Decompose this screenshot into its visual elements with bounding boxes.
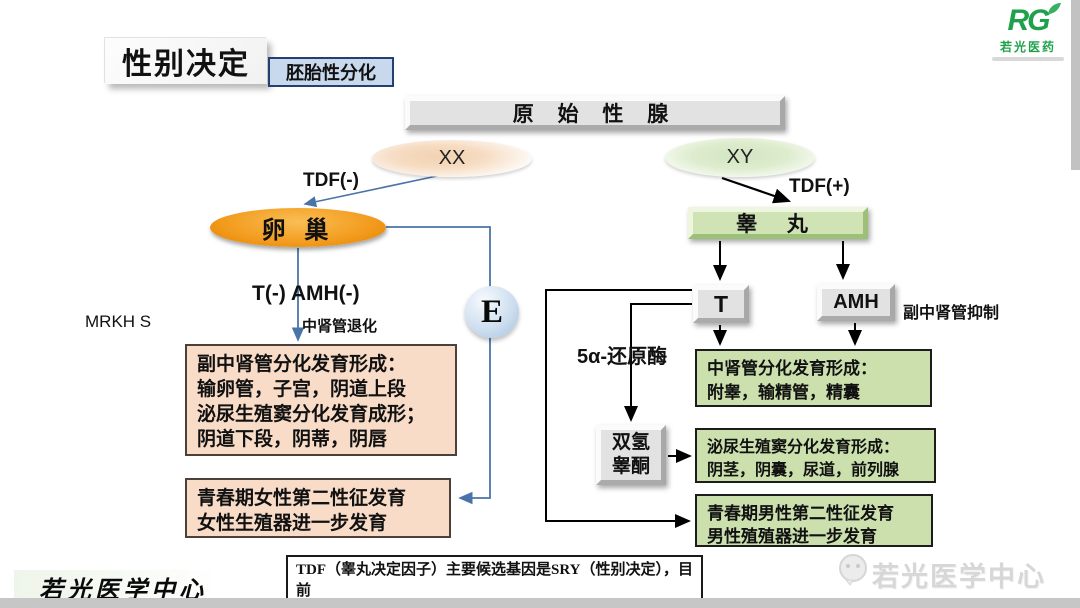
box-line: 阴道下段，阴蒂，阴唇 — [197, 429, 388, 450]
label-mrkh-syndrome: MRKH S — [85, 312, 152, 331]
box-line: 女性生殖器进一步发育 — [197, 513, 388, 534]
box-line: 泌尿生殖窦分化发育成形； — [197, 404, 426, 425]
company-logo: RG 若光医药 — [982, 3, 1074, 61]
slide-edge-right — [1071, 0, 1080, 170]
box-line: 附睾，输精管，精囊 — [707, 383, 860, 402]
label-t-amh-negative: T(-) AMH(-) — [252, 282, 360, 305]
box-male-puberty: 青春期男性第二性征发育 男性殖殖器进一步发育 — [695, 494, 933, 547]
box-line: 阴茎，阴囊，尿道，前列腺 — [707, 462, 900, 479]
slide-edge-bottom — [0, 598, 1080, 608]
box-male-internal-development: 中肾管分化发育形成： 附睾，输精管，精囊 — [695, 349, 932, 407]
node-ovary: 卵 巢 — [210, 208, 386, 247]
box-line: 泌尿生殖窦分化发育形成： — [707, 439, 900, 456]
node-amh: AMH — [817, 284, 895, 321]
label-tdf-positive: TDF(+) — [789, 176, 850, 197]
subtitle-badge: 胚胎性分化 — [268, 57, 394, 87]
node-dht: 双氢 睾酮 — [596, 425, 666, 485]
label-paramesonephric-inhibition: 副中肾管抑制 — [903, 305, 1000, 322]
rg-monogram: RG — [1007, 4, 1051, 37]
box-female-internal-development: 副中肾管分化发育形成： 输卵管，子宫，阴道上段 泌尿生殖窦分化发育成形； 阴道下… — [185, 344, 457, 456]
label-5a-reductase: 5α-还原酶 — [577, 346, 668, 368]
node-testosterone: T — [693, 285, 749, 323]
node-primordial-gonad: 原 始 性 腺 — [405, 96, 785, 130]
box-male-external-development: 泌尿生殖窦分化发育形成： 阴茎，阴囊，尿道，前列腺 — [695, 428, 936, 483]
box-line: 青春期男性第二性征发育 — [707, 504, 894, 523]
box-female-puberty: 青春期女性第二性征发育 女性生殖器进一步发育 — [185, 478, 451, 538]
watermark-text: 若光医学中心 — [872, 562, 1046, 592]
label-mesonephric-regression: 中肾管退化 — [302, 318, 378, 335]
note-line: TDF（睾丸决定因子）主要候选基因是SRY（性别决定），目前 — [296, 562, 693, 599]
box-line: 男性殖殖器进一步发育 — [707, 527, 877, 546]
company-name: 若光医药 — [999, 40, 1056, 54]
node-testis: 睾 丸 — [688, 207, 868, 239]
leaf-icon — [1046, 2, 1062, 21]
wechat-bubble-icon — [834, 552, 872, 593]
logo-tagline-placeholder — [992, 57, 1064, 61]
node-estrogen: E — [465, 286, 519, 338]
box-line: 输卵管，子宫，阴道上段 — [197, 379, 407, 400]
node-xx: XX — [372, 140, 532, 177]
box-line: 中肾管分化发育形成： — [707, 359, 877, 378]
page-title: 性别决定 — [105, 38, 267, 84]
dht-line: 双氢 — [611, 432, 650, 453]
box-line: 副中肾管分化发育形成： — [197, 354, 407, 375]
node-xy: XY — [665, 138, 815, 177]
dht-line: 睾酮 — [611, 456, 650, 477]
box-line: 青春期女性第二性征发育 — [197, 488, 407, 509]
label-tdf-negative: TDF(-) — [303, 170, 359, 191]
